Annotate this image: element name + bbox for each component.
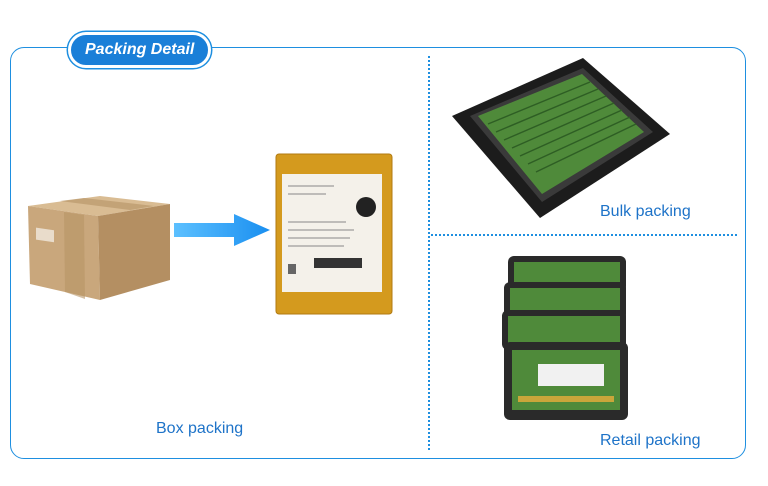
- horizontal-divider: [431, 234, 737, 236]
- panel-title: Packing Detail: [68, 32, 212, 68]
- retail-clamshell-icon: [502, 256, 628, 420]
- vertical-divider: [428, 56, 430, 450]
- packing-detail-panel: [10, 47, 746, 459]
- caption-box-packing: Box packing: [156, 420, 244, 437]
- caption-retail-packing: Retail packing: [600, 432, 701, 449]
- arrow-right-icon: [174, 214, 270, 246]
- cardboard-box-icon: [28, 196, 170, 300]
- caption-bulk-packing: Bulk packing: [600, 203, 691, 220]
- bulk-tray-icon: [452, 58, 670, 218]
- padded-envelope-icon: [275, 153, 393, 315]
